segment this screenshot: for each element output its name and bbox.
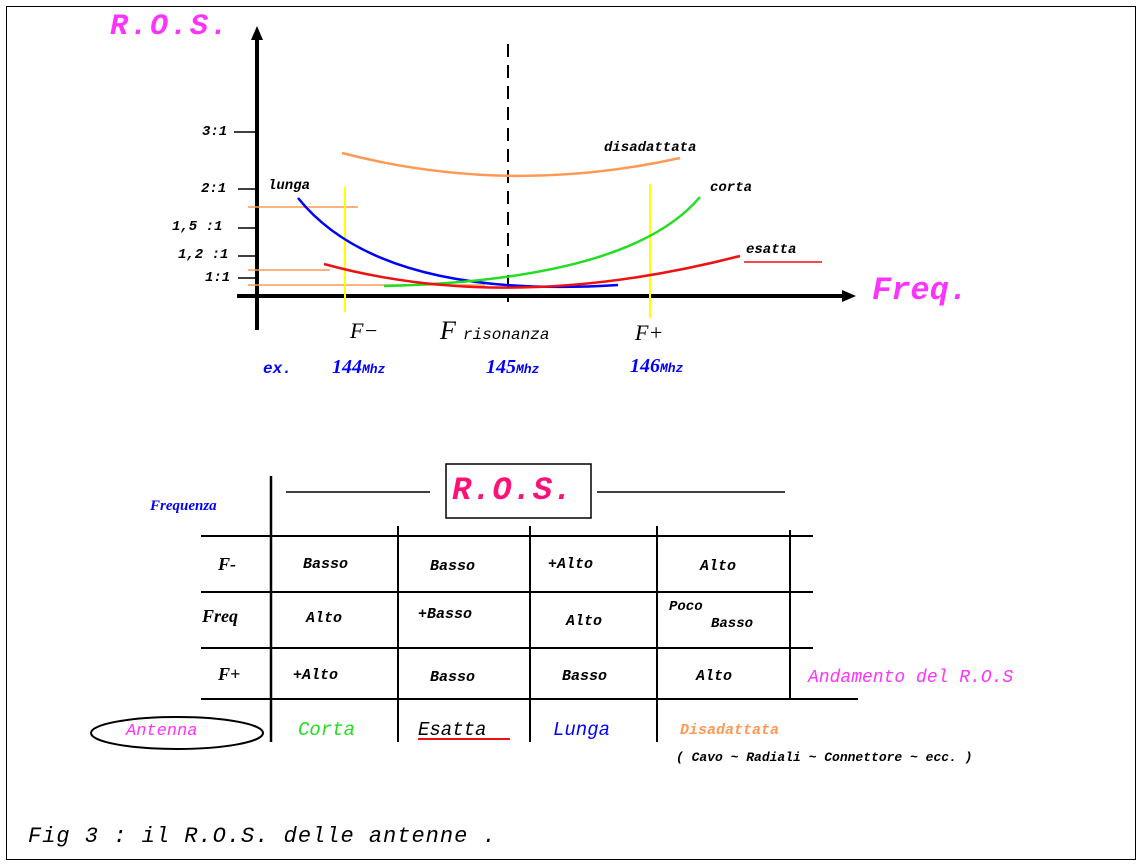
f-res-label: F [440,316,456,345]
antenna-type-esatta: Esatta [418,719,487,741]
curve-disadattata [341,151,681,178]
cell-f-minus-disadattata: Alto [700,558,737,575]
example-f3-unit: Mhz [660,361,684,376]
example-f1: 144Mhz [332,356,385,379]
antenna-type-disadattata: Disadattata [680,722,780,739]
cell-freq-lunga: Alto [566,613,603,630]
cell-freq-disadattata-1: Poco [669,599,703,615]
tick-label-1-1: 1:1 [205,270,231,286]
cell-freq-disadattata-2: Basso [711,616,754,632]
side-note-andamento: Andamento del R.O.S [808,668,1014,688]
example-f3: 146Mhz [630,355,683,378]
cell-freq-corta: Alto [306,610,343,627]
frequency-label: Frequenza [150,498,217,514]
curve-esatta [323,254,741,289]
row-label-f-minus: F- [218,554,236,574]
example-prefix: ex. [263,360,292,378]
example-f1-unit: Mhz [362,362,386,377]
footnote: ( Cavo ~ Radiali ~ Connettore ~ ecc. ) [676,750,973,765]
example-f2: 145Mhz [486,356,539,379]
cell-f-plus-lunga: Basso [562,668,608,685]
example-f1-value: 144 [332,356,362,378]
y-axis-title: R.O.S. [110,10,231,44]
figure-caption: Fig 3 : il R.O.S. delle antenne . [28,824,497,849]
table-header-ros: R.O.S. [452,472,574,509]
example-f3-value: 146 [630,355,660,377]
tick-label-3-1: 3:1 [202,124,228,140]
header-box [445,463,592,519]
cell-f-plus-corta: +Alto [293,667,339,684]
row-label-freq: Freq [202,606,238,626]
antenna-ellipse [90,716,264,750]
x-axis-title: Freq. [872,272,969,309]
y-axis-arrow [251,26,263,40]
example-f2-unit: Mhz [516,362,540,377]
antenna-type-lunga: Lunga [553,719,611,741]
f-plus-label: F+ [635,320,664,345]
label-disadattata: disadattata [604,140,697,156]
figure-frame [6,6,1136,860]
label-esatta: esatta [746,242,797,258]
cell-f-plus-esatta: Basso [430,669,476,686]
label-lunga: lunga [268,178,311,194]
antenna-type-corta: Corta [298,719,356,741]
f-minus-label: F− [350,318,379,343]
tick-label-2-1: 2:1 [201,181,227,197]
cell-f-minus-corta: Basso [303,556,349,573]
cell-f-minus-lunga: +Alto [548,556,594,573]
x-axis-arrow [842,290,856,302]
cell-freq-esatta: +Basso [418,606,473,623]
label-corta: corta [710,180,753,196]
row-label-f-plus: F+ [218,664,241,684]
tick-label-1-5: 1,5 :1 [172,219,223,235]
example-f2-value: 145 [486,356,516,378]
cell-f-minus-esatta: Basso [430,558,476,575]
antenna-label: Antenna [126,722,198,741]
curve-corta [383,196,701,288]
f-res-subscript: risonanza [463,326,550,344]
cell-f-plus-disadattata: Alto [696,668,733,685]
tick-label-1-2: 1,2 :1 [178,247,229,263]
